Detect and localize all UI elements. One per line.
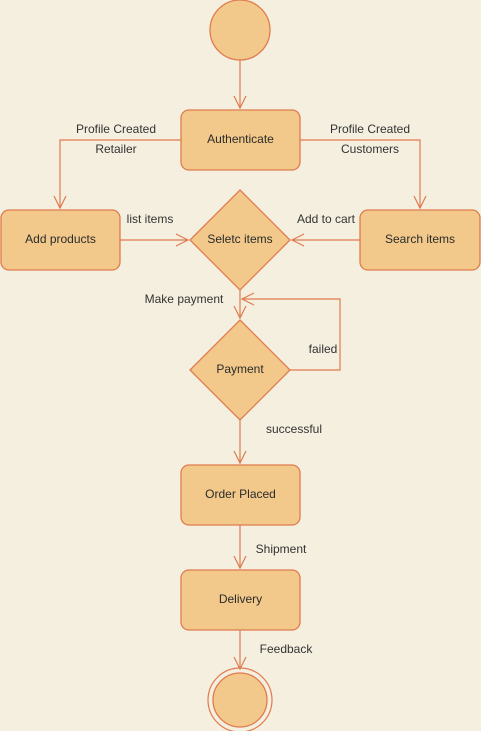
- arrowhead-payment: [233, 305, 247, 320]
- edge-label-shipment: Shipment: [256, 542, 307, 556]
- edge-label-make-payment: Make payment: [145, 292, 224, 306]
- order-placed-node: [180, 464, 301, 526]
- arrowhead-search-items: [413, 195, 427, 210]
- add-products-label: Add products: [25, 232, 96, 246]
- arrowhead-select-from-right: [290, 233, 305, 247]
- select-items-decision: [189, 189, 291, 291]
- edge-label-retailer: Retailer: [95, 142, 136, 156]
- edge-label-profile-created-customers: Profile Created: [330, 122, 410, 136]
- edge-authenticate-to-search-items: [300, 139, 421, 208]
- add-products-node: [0, 209, 121, 271]
- arrowhead-order-placed: [233, 450, 247, 465]
- edge-label-list-items: list items: [127, 212, 174, 226]
- edge-label-successful: successful: [266, 422, 322, 436]
- authenticate-label: Authenticate: [207, 132, 274, 146]
- start-node: [209, 0, 271, 61]
- edge-label-profile-created-retailer: Profile Created: [76, 122, 156, 136]
- delivery-label: Delivery: [219, 592, 262, 606]
- arrowhead-add-products: [53, 195, 67, 210]
- arrowhead-select-from-left: [175, 233, 190, 247]
- order-placed-label: Order Placed: [205, 487, 276, 501]
- arrowhead-delivery: [233, 555, 247, 570]
- arrowhead-authenticate: [233, 95, 247, 110]
- payment-decision: [189, 319, 291, 421]
- end-node-outer-ring: [207, 667, 273, 731]
- search-items-label: Search items: [385, 232, 455, 246]
- payment-label: Payment: [216, 362, 264, 376]
- arrowhead-failed-loop: [240, 292, 255, 306]
- end-node: [212, 672, 268, 728]
- search-items-node: [359, 209, 481, 271]
- select-items-label: Seletc items: [207, 232, 272, 246]
- edge-label-add-to-cart: Add to cart: [297, 212, 356, 226]
- edge-label-feedback: Feedback: [260, 642, 314, 656]
- delivery-node: [180, 569, 301, 631]
- edge-authenticate-to-add-products: [59, 139, 181, 208]
- edge-payment-failed-loop: [242, 298, 341, 371]
- edge-label-customers: Customers: [341, 142, 399, 156]
- edge-label-failed: failed: [309, 342, 338, 356]
- authenticate-node: [180, 109, 301, 171]
- arrowhead-end: [233, 656, 247, 671]
